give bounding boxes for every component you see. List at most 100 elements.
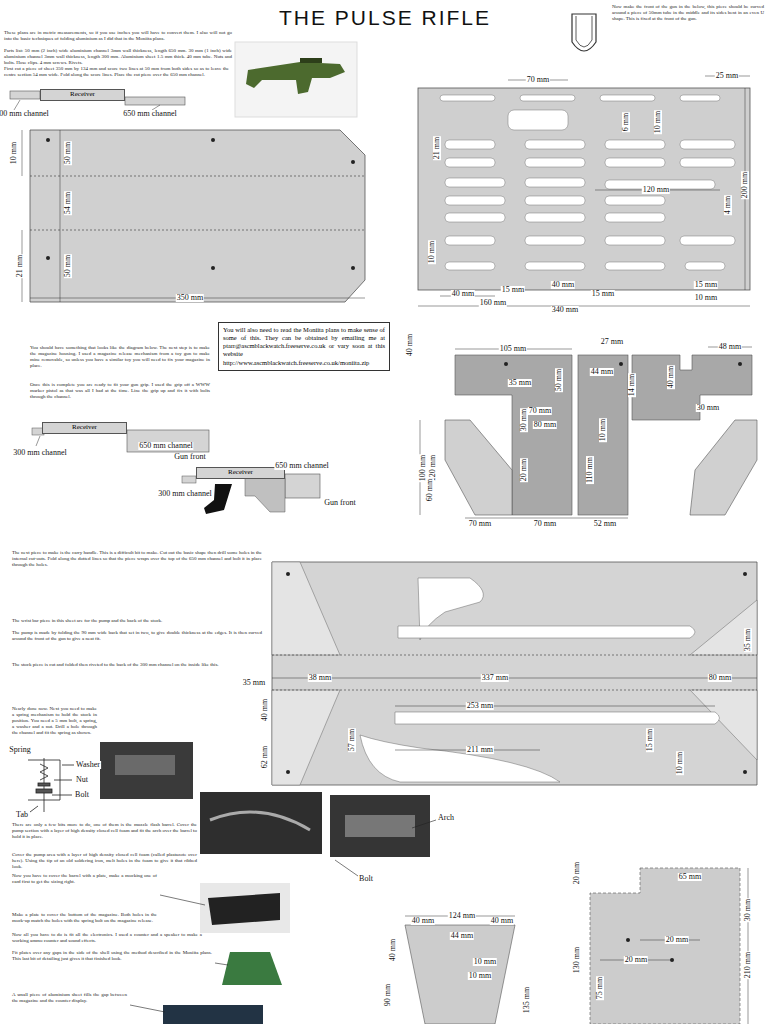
part-label: Arch (437, 814, 455, 822)
dimension: 70 mm (528, 407, 552, 415)
dimension: 40 mm (389, 938, 397, 962)
dimension: 20 mm (624, 956, 648, 964)
part-label: Gun front (173, 453, 206, 461)
dimension: 14 mm (628, 373, 636, 397)
part-label: Bolt (74, 791, 90, 799)
dimension: 253 mm (466, 702, 494, 710)
part-label: Washer (75, 761, 101, 769)
note-text: Nearly done now. Next you need to make a… (12, 706, 97, 736)
note-text: A small piece of aluminium sheet fills t… (12, 992, 127, 1004)
part-label: 300 mm channel (12, 449, 67, 457)
dimension: 210 mm (744, 951, 752, 979)
dimension: 40 mm (411, 917, 435, 925)
dimension: 27 mm (600, 338, 624, 346)
note-text: Cover the pump area with a layer of high… (12, 852, 197, 870)
part-label: 650 mm channel (274, 462, 329, 470)
dimension: 35 mm (508, 379, 532, 387)
note-text: The pump is made by folding the 90 mm wi… (12, 630, 262, 642)
dimension: 337 mm (481, 674, 509, 682)
dimension: 40 mm (490, 917, 514, 925)
dimension: 52 mm (593, 520, 617, 528)
note-text: Fit plates over any gaps in the side of … (12, 950, 212, 962)
part-label: 300 mm channel (157, 490, 212, 498)
dimension: 30 mm (744, 898, 752, 922)
note-text: You will also need to read the Moniita p… (223, 326, 385, 367)
note-text: There are only a few bits more to do, on… (12, 822, 197, 840)
dimension: 200 mm (741, 171, 749, 199)
dimension: 6 mm (622, 112, 630, 132)
dimension: 70 mm (526, 76, 550, 84)
dimension: 15 mm (501, 286, 525, 294)
page-title: THE PULSE RIFLE (279, 6, 491, 30)
note-text: The stock piece is cut and folded then r… (12, 662, 262, 668)
part-label: Gun front (323, 499, 356, 507)
dimension: 48 mm (718, 343, 742, 351)
dimension: 90 mm (384, 983, 392, 1007)
receiver-box: Receiver (40, 89, 125, 101)
dimension: 130 mm (573, 946, 581, 974)
dimension: 70 mm (468, 520, 492, 528)
dimension: 135 mm (523, 986, 531, 1014)
dimension: 105 mm (499, 345, 527, 353)
receiver-box: Receiver (196, 467, 285, 479)
dimension: 15 mm (646, 728, 654, 752)
dimension: 40 mm (667, 365, 675, 389)
dimension: 62 mm (261, 745, 269, 769)
part-label: 650 mm channel (122, 110, 177, 118)
dimension: 211 mm (466, 746, 494, 754)
dimension: 10 mm (10, 141, 18, 165)
dimension: 340 mm (551, 306, 579, 314)
part-label: Tab (15, 811, 29, 819)
part-label: 650 mm channel (138, 442, 193, 450)
dimension: 35 mm (744, 628, 752, 652)
dimension: 20 mm (573, 861, 581, 885)
dimension: 57 mm (348, 728, 356, 752)
dimension: 54 mm (64, 191, 72, 215)
dimension: 75 mm (596, 976, 604, 1000)
dimension: 20 mm (520, 458, 528, 482)
note-text: Now make the front of the gun in the bel… (612, 4, 764, 22)
dimension: 10 mm (676, 751, 684, 775)
dimension: 38 mm (308, 674, 332, 682)
note-text: Once this is complete you are ready to f… (30, 382, 210, 400)
dimension: 350 mm (176, 294, 204, 302)
note-box: You will also need to read the Moniita p… (218, 322, 390, 371)
note-text: The wrist bar piece in this sheet are fo… (12, 618, 262, 624)
dimension: 40 mm (406, 333, 414, 357)
dimension: 10 mm (654, 110, 662, 134)
part-label: Spring (8, 746, 31, 754)
dimension: 80 mm (708, 674, 732, 682)
dimension: 25 mm (715, 72, 739, 80)
note-text: First cut a piece of sheet 350 mm by 134… (4, 66, 229, 78)
dimension: 30 mm (696, 404, 720, 412)
dimension: 160 mm (479, 299, 507, 307)
note-text: These plans are in metric measurements, … (4, 30, 232, 42)
dimension: 35 mm (242, 679, 266, 687)
dimension: 70 mm (533, 520, 557, 528)
dimension: 10 mm (428, 240, 436, 264)
part-label: 300 mm channel (0, 110, 50, 118)
dimension: 15 mm (591, 290, 615, 298)
part-name: Receiver (200, 469, 281, 477)
dimension: 50 mm (555, 368, 563, 392)
dimension: 10 mm (599, 418, 607, 442)
dimension: 40 mm (261, 698, 269, 722)
dimension: 110 mm (586, 456, 594, 484)
dimension: 120 mm (642, 186, 670, 194)
dimension: 30 mm (520, 408, 528, 432)
dimension: 50 mm (64, 141, 72, 165)
note-text: Now you have to cover the barrel with a … (12, 873, 157, 885)
dimension: 21 mm (16, 254, 24, 278)
note-text: Parts list: 50 mm (2 inch) wide aluminiu… (4, 48, 232, 66)
dimension: 40 mm (551, 281, 575, 289)
part-label: Bolt (358, 875, 374, 883)
dimension: 44 mm (590, 368, 614, 376)
note-text: You should have something that looks lik… (30, 345, 210, 369)
dimension: 80 mm (533, 421, 557, 429)
dimension: 65 mm (678, 873, 702, 881)
dimension: 21 mm (433, 136, 441, 160)
part-label: Nut (75, 776, 89, 784)
note-text: Make a plate to cover the bottom of the … (12, 912, 157, 924)
dimension: 10 mm (473, 958, 497, 966)
